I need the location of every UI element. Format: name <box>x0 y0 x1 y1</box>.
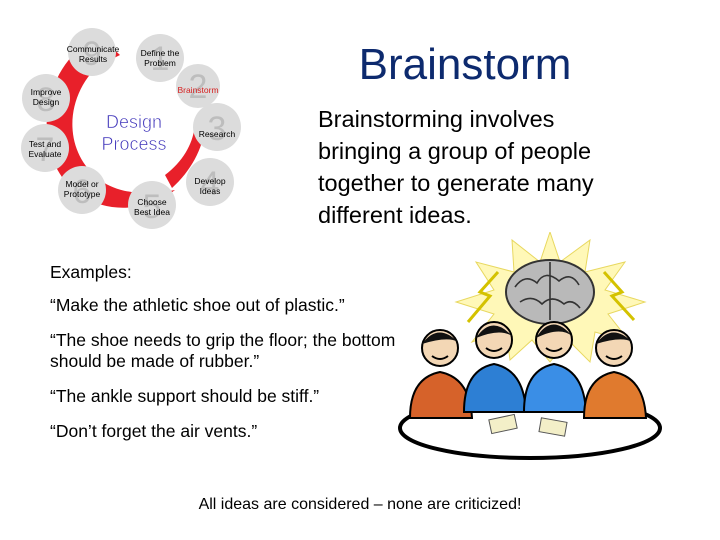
step-5: 5 Choose Best Idea <box>128 181 176 229</box>
svg-text:3: 3 <box>208 110 227 148</box>
step-3: 3 Research <box>193 103 241 151</box>
lightning-right <box>602 270 636 322</box>
step-2: 2 Brainstorm <box>176 64 220 108</box>
step-8: 8 Improve Design <box>22 74 70 122</box>
step-4-label-2: Ideas <box>200 186 221 196</box>
design-process-title-line2: Process <box>101 134 166 154</box>
step-3-label: Research <box>199 129 236 139</box>
step-8-label-1: Improve <box>31 87 62 97</box>
example-item: “Make the athletic shoe out of plastic.” <box>50 295 345 315</box>
design-process-title-line1: Design <box>106 112 162 132</box>
svg-text:9: 9 <box>83 35 102 73</box>
footer-note: All ideas are considered – none are crit… <box>198 496 522 513</box>
person-middle-right <box>522 321 588 413</box>
intro-text: Brainstorming involves bringing a group … <box>318 106 594 228</box>
step-8-label-2: Design <box>33 97 60 107</box>
step-5-label-1: Choose <box>137 197 167 207</box>
person-right <box>582 329 648 419</box>
step-7-label-2: Evaluate <box>28 149 61 159</box>
example-item: “The ankle support should be stiff.” <box>50 386 320 406</box>
step-7: 7 Test and Evaluate <box>21 124 69 172</box>
step-4: 4 Develop Ideas <box>186 158 234 206</box>
svg-text:1: 1 <box>151 40 170 78</box>
person-left <box>408 329 474 419</box>
step-5-label-2: Best Idea <box>134 207 170 217</box>
brainstorming-illustration <box>398 232 662 460</box>
step-6-label-2: Prototype <box>64 189 101 199</box>
design-process-diagram: 1 Define the Problem 2 Brainstorm 3 Rese… <box>21 28 241 229</box>
step-4-label-1: Develop <box>194 176 225 186</box>
svg-text:7: 7 <box>36 131 55 169</box>
step-9: 9 Communicate Results <box>67 28 120 76</box>
cycle-arrow-tail <box>165 120 205 188</box>
step-7-label-1: Test and <box>29 139 61 149</box>
person-middle-left <box>462 321 528 413</box>
example-item: “Don’t forget the air vents.” <box>50 421 258 441</box>
slide-title: Brainstorm <box>358 40 572 89</box>
examples-heading: Examples: <box>50 262 132 282</box>
examples-section: Examples: “Make the athletic shoe out of… <box>50 262 410 456</box>
step-6: 6 Model or Prototype <box>58 166 106 214</box>
step-9-label-1: Communicate <box>67 44 120 54</box>
example-item: “The shoe needs to grip the floor; the b… <box>50 330 396 371</box>
svg-text:6: 6 <box>73 173 92 211</box>
lightning-left <box>466 270 500 323</box>
step-9-label-2: Results <box>79 54 107 64</box>
step-1-label-1: Define the <box>141 48 180 58</box>
svg-text:2: 2 <box>189 68 208 106</box>
svg-text:4: 4 <box>201 165 220 203</box>
svg-text:5: 5 <box>143 188 162 226</box>
step-1-label-2: Problem <box>144 58 176 68</box>
step-6-label-1: Model or <box>65 179 98 189</box>
svg-text:8: 8 <box>37 81 56 119</box>
step-2-label: Brainstorm <box>177 85 218 95</box>
step-1: 1 Define the Problem <box>136 34 184 82</box>
